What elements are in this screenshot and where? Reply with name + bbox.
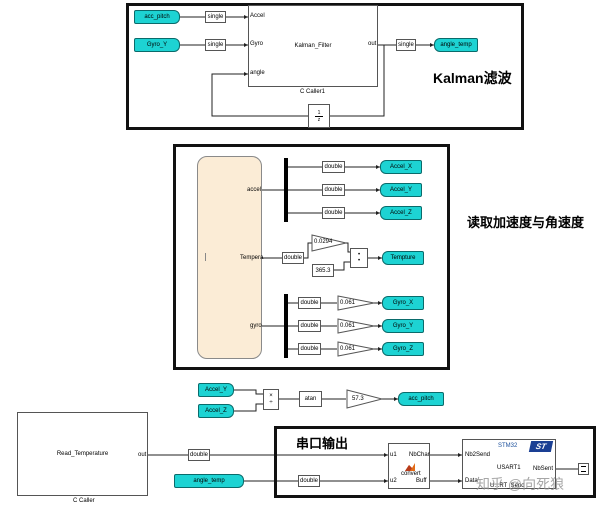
sensor-read-frame bbox=[173, 144, 450, 370]
delay-fraction-line bbox=[315, 115, 323, 117]
kalman-port-out: out bbox=[368, 41, 377, 47]
kalman-caption: C Caller1 bbox=[300, 89, 326, 95]
kalman-filter-c-caller[interactable]: Kalman_Filter bbox=[248, 5, 378, 87]
delay-numerator: 1 bbox=[317, 109, 321, 116]
kalman-filter-name: Kalman_Filter bbox=[294, 43, 332, 49]
angle-temp-outport[interactable]: angle_temp bbox=[434, 38, 478, 52]
st-logo-text: ST bbox=[534, 442, 548, 451]
accel-port-label: accel bbox=[247, 187, 262, 193]
sum-sign-marks: •• bbox=[357, 252, 361, 264]
temp-port-label: Tempera bbox=[240, 255, 264, 261]
gyro-z-double[interactable]: double bbox=[298, 343, 321, 355]
accel-y-inport[interactable]: Accel_Y bbox=[198, 383, 234, 397]
read-temperature-name: Read_Temperature bbox=[56, 451, 109, 457]
gyro-y-gain-value: 0.061 bbox=[340, 323, 356, 329]
acc-pitch-outport[interactable]: acc_pitch bbox=[398, 392, 444, 406]
gyro-y-double[interactable]: double bbox=[298, 320, 321, 332]
rad-to-deg-gain[interactable] bbox=[346, 389, 383, 409]
accel-z-double[interactable]: double bbox=[322, 207, 345, 219]
temp-sum-block[interactable]: •• bbox=[350, 248, 368, 268]
mpu-subsystem-marker bbox=[205, 253, 206, 261]
angle-temp-double[interactable]: double bbox=[298, 475, 320, 487]
gyro-x-gain-value: 0.061 bbox=[340, 300, 356, 306]
sensor-section-title: 读取加速度与角速度 bbox=[467, 215, 585, 230]
usart-caption: U...RT_Send bbox=[490, 483, 525, 489]
usart-port-nbsent: NbSent bbox=[533, 466, 554, 472]
usart-label: USART1 bbox=[497, 465, 521, 471]
convert-port-nbchar: NbChar bbox=[409, 452, 430, 458]
unit-delay-block[interactable]: 1 z bbox=[308, 104, 330, 128]
temp-double[interactable]: double bbox=[282, 252, 304, 264]
gyro-y-outport[interactable]: Gyro_Y bbox=[382, 319, 424, 333]
convert-port-u2: u2 bbox=[390, 478, 397, 484]
angle-temp-inport[interactable]: angle_temp bbox=[174, 474, 244, 488]
gyro-z-gain[interactable] bbox=[337, 341, 375, 357]
gyro-z-outport[interactable]: Gyro_Z bbox=[382, 342, 424, 356]
accel-y-outport[interactable]: Accel_Y bbox=[380, 183, 422, 197]
gyro-x-outport[interactable]: Gyro_X bbox=[382, 296, 424, 310]
tempture-outport[interactable]: Tempture bbox=[382, 251, 424, 265]
terminator-block[interactable] bbox=[578, 463, 589, 475]
watermark: 知乎 @向死狼 bbox=[476, 476, 565, 492]
acc-pitch-inport[interactable]: acc_pitch bbox=[134, 10, 180, 24]
terminator-icon bbox=[581, 466, 586, 472]
accel-z-outport[interactable]: Accel_Z bbox=[380, 206, 422, 220]
convert-port-buff: Buff bbox=[416, 478, 427, 484]
convert-single-out[interactable]: single bbox=[396, 39, 416, 51]
convert-name: convert bbox=[401, 471, 421, 477]
accel-x-outport[interactable]: Accel_X bbox=[380, 160, 422, 174]
stm32-label: STM32 bbox=[498, 443, 518, 449]
divide-sign: ÷ bbox=[269, 399, 273, 406]
convert-c-caller[interactable] bbox=[388, 443, 430, 489]
kalman-port-angle: angle bbox=[250, 70, 265, 76]
gyro-x-double[interactable]: double bbox=[298, 297, 321, 309]
temp-caller-double[interactable]: double bbox=[188, 449, 210, 461]
atan-function[interactable]: atan bbox=[299, 391, 322, 407]
usart-port-nb2send: Nb2Send bbox=[465, 452, 491, 458]
temp-constant[interactable]: 365.3 bbox=[312, 264, 334, 277]
kalman-port-gyro: Gyro bbox=[250, 41, 264, 47]
delay-denominator: z bbox=[317, 116, 321, 123]
accel-z-inport[interactable]: Accel_Z bbox=[198, 404, 234, 418]
divide-multiply-sign: × bbox=[269, 392, 273, 399]
convert-single-accel[interactable]: single bbox=[205, 11, 226, 23]
divide-block[interactable]: × ÷ bbox=[263, 389, 279, 410]
read-temperature-c-caller[interactable]: Read_Temperature bbox=[17, 412, 148, 496]
matlab-function-icon bbox=[405, 463, 415, 471]
accel-x-double[interactable]: double bbox=[322, 161, 345, 173]
temp-gain-value: 0.0294 bbox=[314, 239, 333, 245]
accel-y-double[interactable]: double bbox=[322, 184, 345, 196]
gyro-y-gain[interactable] bbox=[337, 318, 375, 334]
gyro-z-gain-value: 0.061 bbox=[340, 346, 356, 352]
gyro-y-inport[interactable]: Gyro_Y bbox=[134, 38, 180, 52]
mpu-subsystem-block[interactable] bbox=[197, 156, 262, 359]
serial-section-title: 串口输出 bbox=[296, 436, 349, 451]
kalman-section-title: Kalman滤波 bbox=[433, 70, 512, 86]
read-temperature-port-out: out bbox=[138, 452, 147, 458]
st-logo: ST bbox=[528, 441, 554, 452]
accel-demux[interactable] bbox=[284, 158, 288, 222]
gyro-demux[interactable] bbox=[284, 294, 288, 358]
gyro-x-gain[interactable] bbox=[337, 295, 375, 311]
serial-output-frame bbox=[274, 426, 596, 498]
rad-to-deg-gain-value: 57.3 bbox=[352, 396, 364, 402]
kalman-filter-frame bbox=[126, 3, 524, 130]
temp-gain-block[interactable] bbox=[311, 234, 347, 252]
gyro-port-label: gyro bbox=[250, 323, 262, 329]
read-temperature-caption: C Caller bbox=[73, 498, 95, 504]
usart-port-data: Data bbox=[465, 478, 478, 484]
kalman-port-accel: Accel bbox=[250, 13, 265, 19]
convert-port-u1: u1 bbox=[390, 452, 397, 458]
convert-single-gyro[interactable]: single bbox=[205, 39, 226, 51]
